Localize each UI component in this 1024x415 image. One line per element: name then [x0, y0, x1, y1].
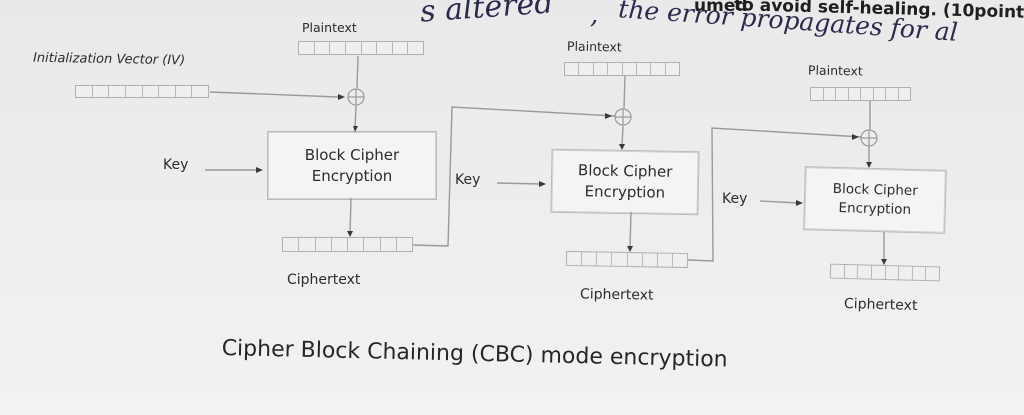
- arrow-cipher-3: [881, 259, 887, 265]
- iv-cells: [75, 85, 209, 98]
- key-label-1: Key: [163, 157, 189, 173]
- key-3-line: [759, 200, 799, 204]
- arrow-block-2: [619, 144, 625, 150]
- arrow-key-2: [539, 181, 546, 187]
- key-2-line: [496, 182, 542, 185]
- arrow-cipher-1: [347, 231, 353, 237]
- xor-1-to-block: [354, 105, 357, 129]
- plaintext-2-to-xor: [623, 75, 626, 109]
- chain-2-line: [687, 127, 863, 262]
- xor-2-to-block: [621, 125, 624, 147]
- key-label-2: Key: [455, 172, 481, 188]
- plaintext-cells-3: [810, 87, 911, 101]
- block-2-to-ciphertext: [629, 211, 632, 249]
- arrow-chain-1: [605, 113, 612, 119]
- key-label-3: Key: [722, 191, 748, 207]
- handwriting-comma: ,: [590, 0, 599, 30]
- arrow-key-1: [256, 167, 263, 173]
- chain-1-line: [412, 106, 616, 247]
- arrow-chain-2: [852, 134, 859, 140]
- plaintext-label-1: Plaintext: [302, 20, 357, 35]
- plaintext-cells-2: [564, 62, 680, 76]
- block-1-to-ciphertext: [349, 197, 352, 234]
- block-cipher-1-line2: Encryption: [311, 166, 393, 185]
- arrow-cipher-2: [627, 246, 633, 252]
- block-cipher-1-line1: Block Cipher: [304, 145, 400, 164]
- ciphertext-cells-1: [282, 237, 413, 252]
- iv-to-xor-line: [209, 91, 339, 98]
- header-fragment-left: umed: [694, 0, 748, 16]
- arrow-iv: [338, 94, 345, 100]
- ciphertext-label-1: Ciphertext: [287, 272, 361, 288]
- plaintext-1-to-xor: [356, 55, 359, 89]
- arrow-block-3: [866, 162, 872, 168]
- arrow-block-1: [353, 126, 358, 132]
- plaintext-cells-1: [298, 41, 424, 55]
- arrow-key-3: [796, 200, 803, 206]
